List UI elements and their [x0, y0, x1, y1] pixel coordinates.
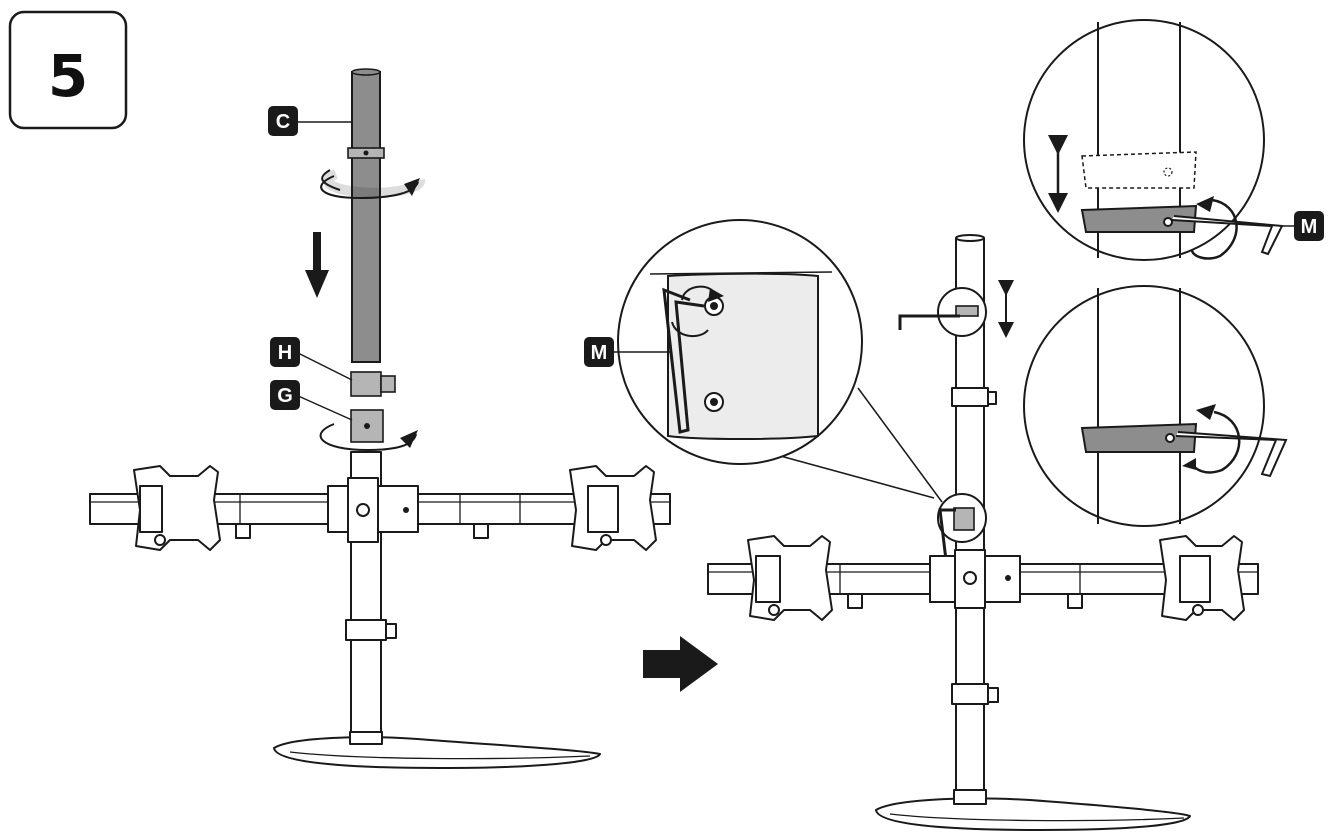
crossbar: [89, 477, 671, 543]
vesa-plate-right-2: [1159, 535, 1245, 621]
right-assembly: [707, 234, 1259, 831]
desk-base: [273, 731, 601, 769]
rotate-arrow-icon: [320, 169, 426, 200]
rotate-arrow-icon-2: [319, 423, 418, 452]
svg-text:G: G: [277, 385, 293, 407]
vesa-plate-left: [133, 465, 221, 551]
down-arrow-icon: [305, 232, 329, 298]
svg-text:H: H: [278, 342, 292, 364]
vesa-plate-right: [569, 465, 657, 551]
pole-c: [347, 68, 385, 363]
vesa-plate-left-2: [747, 535, 833, 621]
step-badge: 5: [8, 10, 128, 130]
label-m-left: M: [584, 337, 614, 367]
zoom-detail-adjust-top: [1023, 19, 1284, 261]
svg-text:M: M: [591, 342, 608, 364]
label-c: C: [268, 106, 298, 136]
label-h: H: [270, 337, 300, 367]
svg-text:M: M: [1301, 216, 1318, 238]
left-assembly: C H G: [89, 68, 671, 769]
step-number: 5: [48, 42, 88, 110]
label-g: G: [270, 380, 300, 410]
svg-text:C: C: [276, 111, 290, 133]
label-m-right: M: [1294, 211, 1324, 241]
zoom-detail-adjust-bottom: [1023, 285, 1288, 527]
clamp-g: [350, 409, 384, 443]
zoom-detail-clamp: [617, 219, 943, 503]
collar-h: [350, 371, 396, 397]
pole-collar: [345, 619, 387, 641]
desk-base-assembled: [875, 789, 1191, 831]
next-step-arrow-icon: [643, 636, 718, 692]
